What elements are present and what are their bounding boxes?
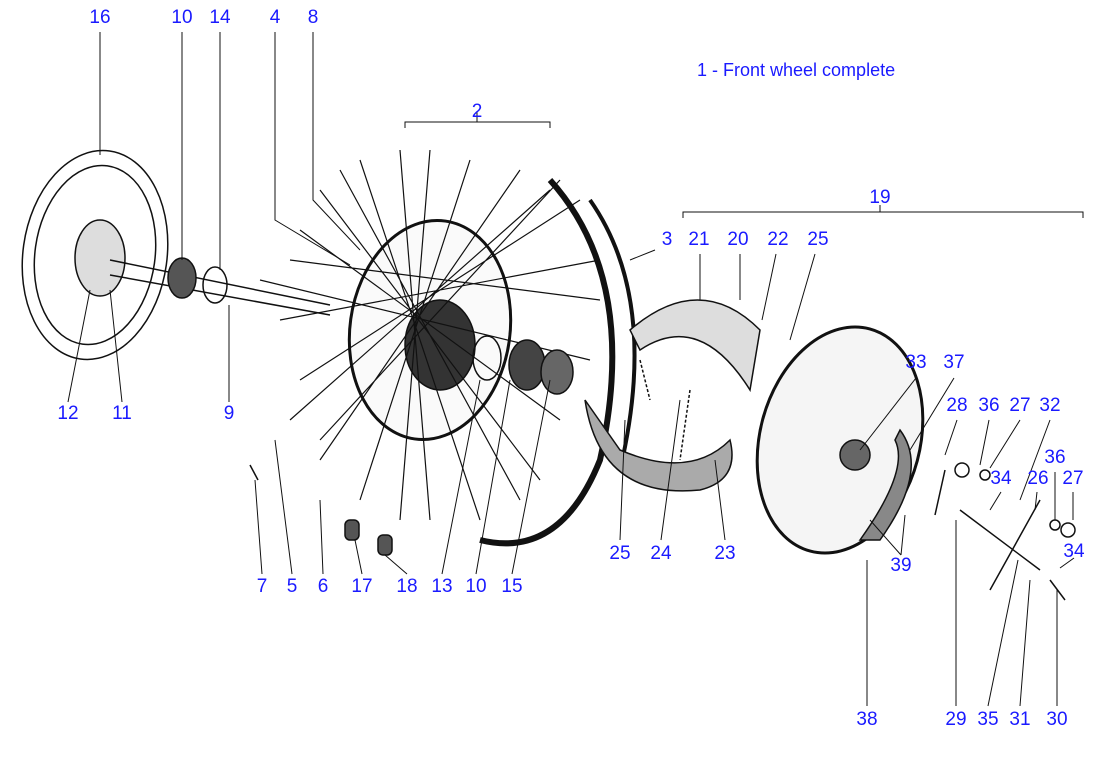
- part-label: 39: [890, 555, 912, 576]
- part-label: 24: [650, 543, 672, 564]
- part-label: 5: [286, 576, 298, 597]
- part-label: 10: [465, 576, 487, 597]
- part-label: 16: [89, 7, 111, 28]
- part-label: 12: [57, 403, 79, 424]
- part-label: 4: [269, 7, 281, 28]
- part-label: 27: [1062, 468, 1084, 489]
- part-label: 17: [351, 576, 373, 597]
- part-label: 38: [856, 709, 878, 730]
- part-label: 37: [943, 352, 965, 373]
- part-label: 18: [396, 576, 418, 597]
- part-label: 27: [1009, 395, 1031, 416]
- part-label: 25: [609, 543, 631, 564]
- part-label: 10: [171, 7, 193, 28]
- part-label: 26: [1027, 468, 1049, 489]
- part-label: 32: [1039, 395, 1061, 416]
- part-label: 28: [946, 395, 968, 416]
- part-label: 22: [767, 229, 789, 250]
- brake-shoe-lower: [584, 399, 733, 492]
- brake-shoe-upper: [629, 299, 761, 393]
- part-label: 30: [1046, 709, 1068, 730]
- part-label: 2: [471, 101, 483, 122]
- brake-drum-cover: [21, 149, 169, 361]
- part-label: 34: [1063, 541, 1085, 562]
- part-label: 15: [501, 576, 523, 597]
- part-label: 36: [1044, 447, 1066, 468]
- part-label: 11: [112, 403, 132, 424]
- part-label: 7: [256, 576, 268, 597]
- part-label: 36: [978, 395, 1000, 416]
- part-label: 3: [661, 229, 673, 250]
- part-label: 6: [317, 576, 329, 597]
- part-label: 19: [869, 187, 891, 208]
- axle: [109, 259, 331, 316]
- part-label: 14: [209, 7, 231, 28]
- part-label: 25: [807, 229, 829, 250]
- part-label: 23: [714, 543, 736, 564]
- part-label: 13: [431, 576, 453, 597]
- part-label: 9: [223, 403, 235, 424]
- part-label: 29: [945, 709, 967, 730]
- part-label: 20: [727, 229, 749, 250]
- spokes: [259, 149, 601, 521]
- diagram-title: 1 - Front wheel complete: [697, 60, 896, 80]
- leader-lines: [67, 32, 1084, 707]
- brake-plate: [755, 325, 925, 555]
- part-label: 21: [688, 229, 710, 250]
- part-label: 33: [905, 352, 927, 373]
- part-label: 34: [990, 468, 1012, 489]
- part-label: 8: [307, 7, 319, 28]
- part-label: 35: [977, 709, 999, 730]
- part-label: 31: [1009, 709, 1031, 730]
- brake-lever: [934, 469, 1066, 601]
